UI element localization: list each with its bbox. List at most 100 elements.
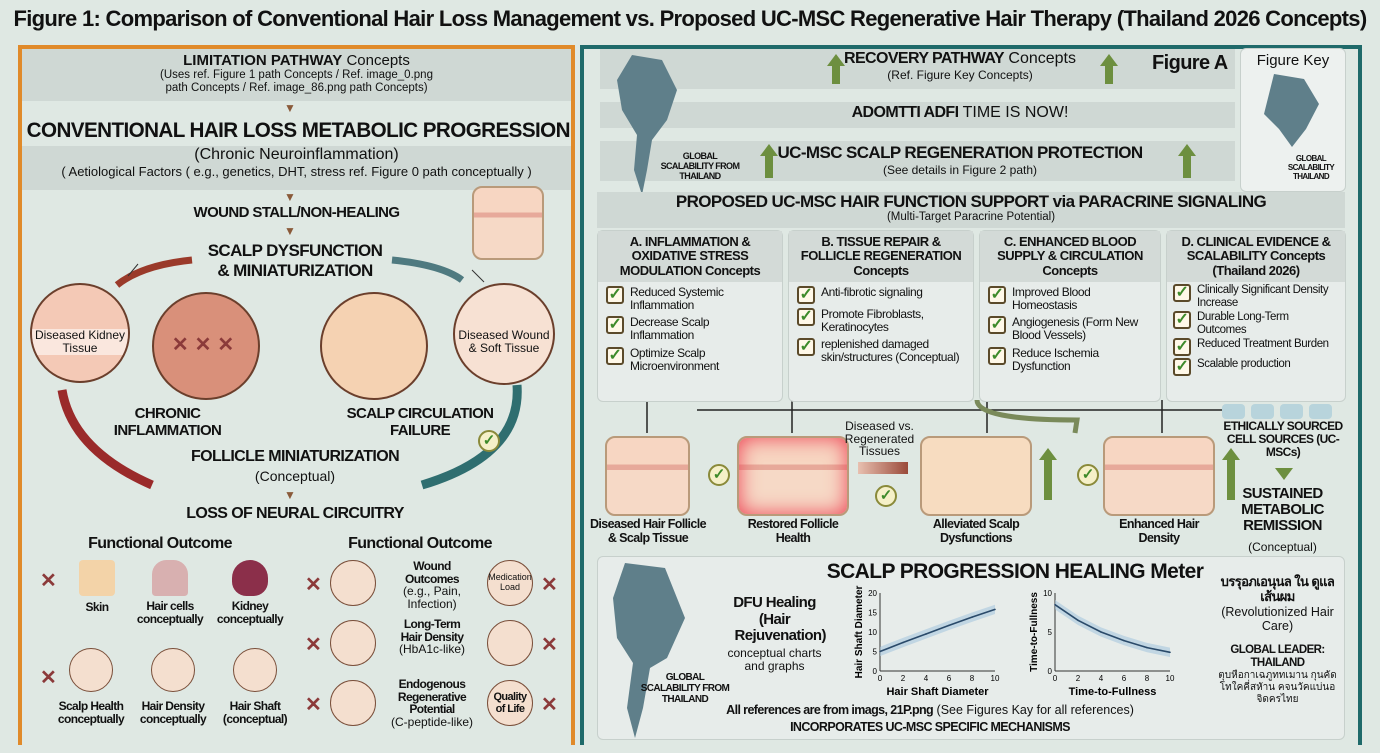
protection-band <box>600 141 1235 181</box>
card-title: D. CLINICAL EVIDENCE & SCALABILITY Conce… <box>1167 231 1345 282</box>
medication-load-badge: Medication Load <box>487 560 533 606</box>
circulation-line1: SCALP CIRCULATION <box>346 405 494 422</box>
chronic-line1: CHRONIC <box>134 405 201 422</box>
diseased-follicle-tile <box>605 436 690 516</box>
outcome-title2: Outcomes <box>405 571 459 586</box>
x-axis-label: Hair Shaft Diameter <box>886 686 989 698</box>
check-circle-icon: ✓ <box>1077 464 1099 486</box>
outcome-detail: (HbA1c-like) <box>398 642 465 657</box>
checklist-item: ✓ Decrease Scalp Inflammation <box>606 316 774 342</box>
data-point <box>994 608 996 611</box>
outcome-hair-shaft: Hair Shaft(conceptual) <box>214 648 296 726</box>
limitation-sub2: path Concepts / Ref. image_86.png path C… <box>165 82 428 95</box>
data-point <box>948 624 950 627</box>
checklist-label: Decrease Scalp Inflammation <box>630 315 710 343</box>
adopt-header: ADOMTTI ADFI TIME IS NOW! <box>760 104 1160 122</box>
limitation-header: LIMITATION PATHWAY Concepts (Uses ref. F… <box>22 49 571 101</box>
card-title: C. ENHANCED BLOOD SUPPLY & CIRCULATION C… <box>980 231 1160 282</box>
data-point <box>1077 619 1079 622</box>
outcome-skin: Skin <box>62 560 132 614</box>
checkbox-checked-icon: ✓ <box>1173 283 1191 302</box>
checklist-item: ✓replenished damaged skin/structures (Co… <box>797 338 965 364</box>
outcome-title2: Hair Density <box>400 629 464 644</box>
diseased-vs-label: Diseased vs. Regenerated Tissues <box>844 419 915 459</box>
outcome-title2: Regenerative Potential <box>397 689 467 717</box>
restored-follicle-tile <box>737 436 849 516</box>
data-point <box>1169 651 1171 654</box>
skin-icon <box>79 560 115 596</box>
progression-title: CONVENTIONAL HAIR LOSS METABOLIC PROGRES… <box>26 119 571 142</box>
recovery-band <box>600 49 1235 89</box>
data-point <box>1123 639 1125 642</box>
checklist-item: ✓Scalable production <box>1173 358 1339 377</box>
x-mark-icon: ✕ <box>40 570 57 592</box>
outcome-title: Endogenous <box>398 677 466 691</box>
revolutionized-label: (Revolutionized Hair Care) <box>1221 604 1334 634</box>
red-curved-arrow <box>57 389 154 490</box>
concept-card: D. CLINICAL EVIDENCE & SCALABILITY Conce… <box>1166 230 1346 402</box>
quality-of-life-badge: Quality of Life <box>487 680 533 726</box>
down-arrow-icon: ▼ <box>284 101 296 115</box>
aetiology-label: ( Aetiological Factors ( e.g., genetics,… <box>61 164 532 179</box>
circulation-line2: FAILURE <box>390 421 451 439</box>
recovery-header: RECOVERY PATHWAY Concepts (Ref. Figure K… <box>760 50 1160 82</box>
checklist-label: Reduced Systemic Inflammation <box>630 284 724 313</box>
x-tick-label: 6 <box>947 674 952 683</box>
x-tick-label: 8 <box>1145 674 1150 683</box>
data-point <box>925 633 927 635</box>
data-point <box>902 641 904 644</box>
checkbox-checked-icon: ✓ <box>797 285 815 304</box>
x-tick-label: 6 <box>1122 674 1127 683</box>
checkbox-checked-icon: ✓ <box>988 346 1006 365</box>
outcome-label: Hair Shaft <box>229 699 281 713</box>
down-arrow-icon: ▼ <box>284 224 296 238</box>
outcome-label: Skin <box>85 600 110 614</box>
map-label-bottom: GLOBAL SCALABILITY FROM THAILAND <box>640 672 730 705</box>
global-leader-label: GLOBAL LEADER: THAILAND <box>1230 643 1325 669</box>
x-mark-icon: ✕ <box>305 694 322 716</box>
skin-layers-icon <box>487 620 533 666</box>
checkbox-checked-icon: ✓ <box>606 316 624 335</box>
wound-stall-label: WOUND STALL/NON-HEALING <box>193 204 401 221</box>
x-tick-label: 2 <box>1076 674 1081 683</box>
x-marks-icon: ✕✕✕ <box>171 334 241 356</box>
adopt-rest: TIME IS NOW! <box>958 104 1069 121</box>
card-title: B. TISSUE REPAIR & FOLLICLE REGENERATION… <box>789 231 973 282</box>
protection-title: UC-MSC SCALP REGENERATION PROTECTION <box>777 143 1143 162</box>
y-tick-label: 5 <box>873 648 878 657</box>
checklist-label: replenished damaged skin/structures (Con… <box>821 337 960 365</box>
red-right-arrow-icon <box>858 462 908 474</box>
checkbox-checked-icon: ✓ <box>1173 311 1191 330</box>
recovery-panel <box>580 45 1362 745</box>
kidney-tissue-circle: Diseased Kidney Tissue <box>30 283 130 383</box>
functional-outcome-right: Functional Outcome <box>348 535 492 552</box>
limitation-panel <box>18 45 575 745</box>
series-line <box>1054 604 1171 654</box>
x-tick-label: 10 <box>991 674 1000 683</box>
recovery-concepts: Concepts <box>1003 50 1076 67</box>
protection-sub: (See details in Figure 2 path) <box>882 163 1038 177</box>
tile-label: Alleviated Scalp Dysfunctions <box>932 517 1020 545</box>
x-tick-label: 2 <box>901 674 906 683</box>
key-map-label: GLOBAL SCALABILITY THAILAND <box>1287 154 1335 181</box>
neuroinflammation-label: (Chronic Neuroinflammation) <box>194 146 399 163</box>
healing-meter-box <box>597 556 1345 740</box>
chronic-line2: INFLAMMATION <box>113 421 222 439</box>
checklist-label: Anti-fibrotic signaling <box>821 284 923 299</box>
scalp-dysfunction-label: SCALP DYSFUNCTION& MINIATURIZATION <box>150 241 440 280</box>
y-tick-label: 5 <box>1048 628 1053 637</box>
checkbox-checked-icon: ✓ <box>797 307 815 326</box>
data-point <box>1100 631 1102 633</box>
limitation-title: LIMITATION PATHWAY <box>183 52 343 69</box>
scalp-dysfunction-line2: & MINIATURIZATION <box>217 260 373 280</box>
follicle-cross-section-circle <box>320 292 428 400</box>
concept-card: C. ENHANCED BLOOD SUPPLY & CIRCULATION C… <box>979 230 1161 402</box>
